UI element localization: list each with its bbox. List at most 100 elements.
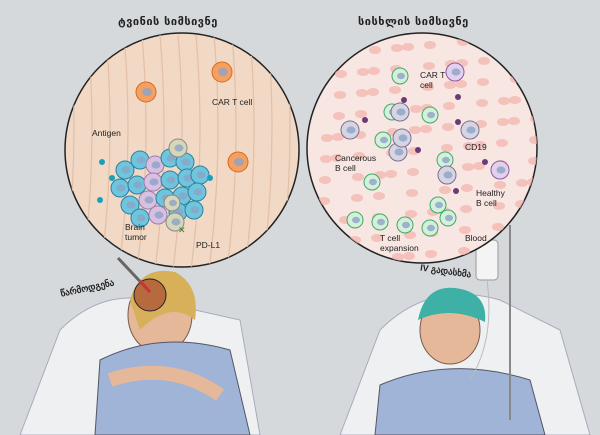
brain-tissue-fiber — [226, 34, 237, 267]
cell-nucleus — [352, 216, 360, 224]
red-blood-cell — [424, 41, 436, 49]
red-blood-cell — [496, 139, 508, 147]
cell-nucleus — [451, 68, 461, 76]
brain-tumor-label: Brain tumor — [125, 222, 147, 242]
cell-nucleus — [193, 188, 203, 196]
antigen-icon — [207, 175, 213, 181]
cell-nucleus — [126, 201, 136, 209]
cd19-icon — [482, 159, 488, 165]
cell-nucleus — [394, 148, 404, 156]
antigen-label: Antigen — [92, 128, 121, 138]
cell-nucleus — [377, 218, 385, 226]
red-blood-cell — [331, 154, 343, 162]
antigen-icon — [97, 197, 103, 203]
red-blood-cell — [479, 36, 491, 44]
red-blood-cell — [444, 81, 456, 89]
cell-nucleus — [196, 171, 206, 179]
t-cell-expansion-label: T cell expansion — [380, 233, 419, 253]
cell-nucleus — [149, 178, 159, 186]
cell-nucleus — [136, 214, 146, 222]
red-blood-cell — [508, 117, 520, 125]
red-blood-cell — [512, 33, 524, 41]
brain-tissue-fiber — [136, 34, 147, 267]
red-blood-cell — [335, 70, 347, 78]
cell-nucleus — [183, 174, 193, 182]
cell-nucleus — [178, 192, 188, 200]
cell-nucleus — [380, 136, 388, 144]
brain-tumor-title: ტვინის სიმსივნე — [118, 15, 218, 28]
cell-nucleus — [346, 126, 356, 134]
red-blood-cell — [423, 62, 435, 70]
red-blood-cell — [459, 226, 471, 234]
red-blood-cell — [307, 33, 316, 39]
red-blood-cell — [352, 173, 364, 181]
pd-l1-label: PD-L1 — [196, 240, 221, 250]
red-blood-cell — [497, 118, 509, 126]
red-blood-cell — [462, 163, 474, 171]
cell-nucleus — [442, 156, 450, 164]
cell-nucleus — [445, 214, 453, 222]
cell-nucleus — [151, 161, 161, 169]
red-blood-cell — [336, 49, 348, 57]
red-blood-cell — [516, 179, 528, 187]
brain-tumor-site — [133, 278, 167, 312]
cd19-icon — [401, 97, 407, 103]
cell-nucleus — [496, 166, 506, 174]
cell-nucleus — [121, 166, 131, 174]
cancerous-b-cell-label: Cancerous B cell — [335, 153, 377, 173]
red-blood-cell — [333, 112, 345, 120]
red-blood-cell — [373, 192, 385, 200]
red-blood-cell — [410, 105, 422, 113]
red-blood-cell — [478, 57, 490, 65]
red-blood-cell — [332, 133, 344, 141]
red-blood-cell — [402, 43, 414, 51]
cell-nucleus — [171, 218, 181, 226]
red-blood-cell — [392, 253, 404, 261]
red-blood-cell — [513, 242, 525, 250]
red-blood-cell — [407, 168, 419, 176]
red-blood-cell — [443, 102, 455, 110]
red-blood-cell — [474, 141, 486, 149]
cd19-icon — [455, 119, 461, 125]
red-blood-cell — [458, 247, 470, 255]
red-blood-cell — [533, 52, 537, 60]
cell-nucleus — [142, 88, 152, 96]
red-blood-cell — [528, 157, 537, 165]
red-blood-cell — [338, 237, 350, 245]
cd19-icon — [453, 188, 459, 194]
red-blood-cell — [391, 44, 403, 52]
red-blood-cell — [511, 54, 523, 62]
red-blood-cell — [510, 75, 522, 83]
red-blood-cell — [526, 199, 537, 207]
red-blood-cell — [409, 126, 421, 134]
red-blood-cell — [370, 255, 382, 263]
red-blood-cell — [531, 94, 537, 102]
red-blood-cell — [320, 155, 332, 163]
red-blood-cell — [368, 67, 380, 75]
cd19-icon — [362, 117, 368, 123]
antigen-icon — [99, 159, 105, 165]
red-blood-cell — [461, 184, 473, 192]
cell-nucleus — [116, 184, 126, 192]
cell-nucleus — [466, 126, 476, 134]
cell-nucleus — [166, 176, 176, 184]
cell-nucleus — [169, 199, 177, 207]
red-blood-cell — [319, 176, 331, 184]
healthy-b-cell-label: Healthy B cell — [476, 188, 505, 208]
red-blood-cell — [357, 68, 369, 76]
blood-label: Blood — [465, 233, 487, 243]
red-blood-cell — [463, 142, 475, 150]
cell-nucleus — [369, 178, 377, 186]
red-blood-cell — [314, 51, 326, 59]
red-blood-cell — [460, 205, 472, 213]
brain-tissue-fiber — [118, 34, 129, 267]
car-t-cell-label: CAR T cell — [212, 97, 253, 107]
cell-nucleus — [427, 111, 435, 119]
red-blood-cell — [530, 115, 537, 123]
red-blood-cell — [349, 236, 361, 244]
cell-nucleus — [397, 72, 405, 80]
red-blood-cell — [371, 234, 383, 242]
cell-nucleus — [396, 108, 406, 116]
cd19-label: CD19 — [465, 142, 487, 152]
